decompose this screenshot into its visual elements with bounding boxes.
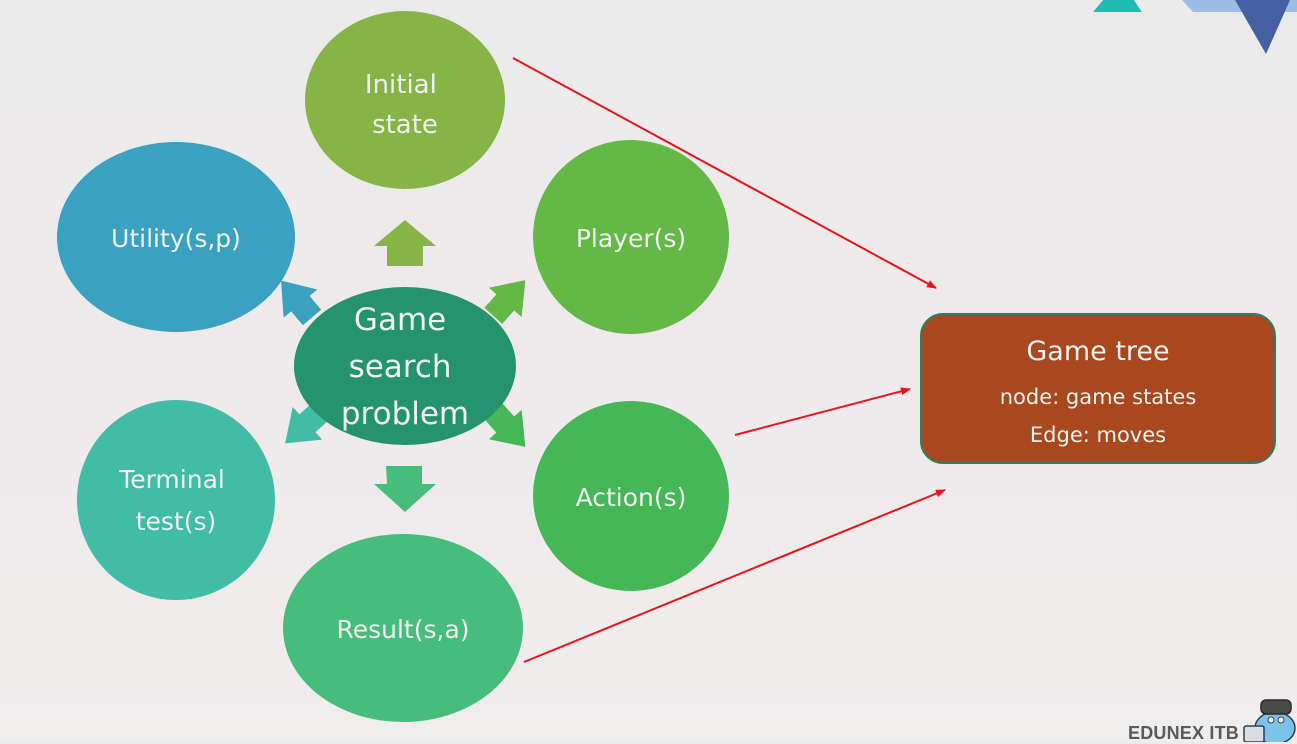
node-result-label: Result(s,a) [336,615,469,644]
center-node-line1: Game [354,302,446,338]
node-actions: Action(s) [533,401,729,591]
arrow-up-icon [374,220,436,266]
node-terminal-test: Terminal test(s) [77,400,275,600]
decor-teal-triangle [1093,0,1142,12]
arrow-upper-right-icon [484,280,526,324]
center-node: Game search problem [294,287,516,445]
arrow-lower-right-icon [484,403,526,447]
connector-action-to-tree [734,387,911,436]
connectors [512,57,946,663]
mascot-elephant-icon [1243,699,1296,742]
connector-initial-to-tree [512,57,937,289]
node-players-label: Player(s) [576,224,686,253]
game-tree-nodes-line: node: game states [1000,385,1197,409]
node-actions-label: Action(s) [576,483,687,512]
decor-darkblue-triangle [1235,0,1290,54]
connector-result-to-tree [523,489,946,663]
game-tree-title: Game tree [1026,336,1169,367]
corner-decoration [1093,0,1297,54]
node-terminal-test-line1: Terminal [118,465,225,494]
svg-text:Game search proble: Game search problem [341,302,469,432]
node-players: Player(s) [533,140,729,334]
game-tree-edges-line: Edge: moves [1030,423,1166,447]
arrow-down-icon [374,466,436,512]
svg-text:Terminal test(s): Terminal test(s) [118,465,233,536]
game-tree-box: Game tree node: game states Edge: moves [920,313,1276,464]
node-utility-label: Utility(s,p) [111,224,241,253]
node-terminal-test-line2: test(s) [136,507,217,536]
center-node-line2: search [349,349,452,385]
svg-text:Initial state: Initial state [365,70,445,140]
node-result: Result(s,a) [283,534,523,722]
node-initial-state-line2: state [372,110,438,140]
node-initial-state-line1: Initial [365,70,437,100]
node-utility: Utility(s,p) [57,142,295,332]
node-initial-state: Initial state [305,11,505,189]
center-node-line3: problem [341,396,469,432]
arrow-upper-left-icon [281,280,322,326]
footer-brand: EDUNEX ITB [1127,723,1239,743]
